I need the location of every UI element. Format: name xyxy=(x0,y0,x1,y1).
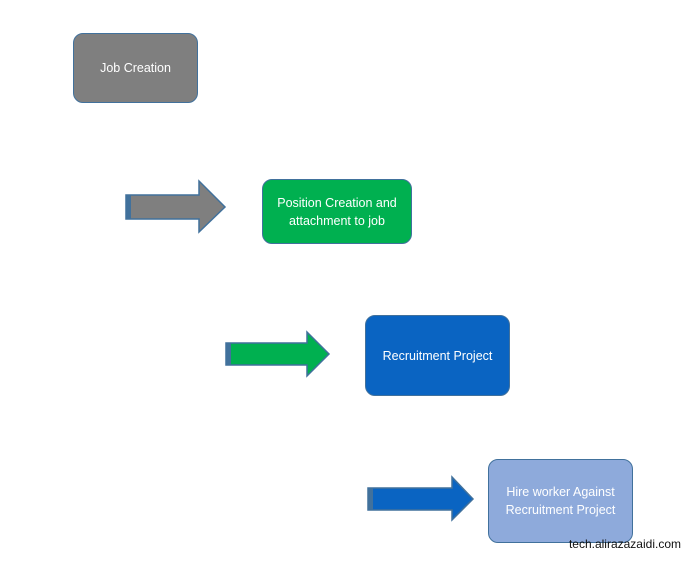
watermark: tech.alirazazaidi.com xyxy=(568,537,681,551)
arrow-2-tail xyxy=(226,343,231,365)
hire-worker-label: Hire worker Against Recruitment Project xyxy=(505,485,616,517)
arrow-1-tail xyxy=(126,195,131,219)
position-creation-box: Position Creation and attachment to job xyxy=(262,179,412,244)
arrow-1-shape xyxy=(125,179,227,234)
arrow-2-shape xyxy=(225,330,331,378)
recruitment-project-box: Recruitment Project xyxy=(365,315,510,396)
arrow-3-tail xyxy=(368,488,373,510)
position-creation-label: Position Creation and attachment to job xyxy=(277,195,397,228)
recruitment-project-label: Recruitment Project xyxy=(382,348,493,363)
arrow-2-icon xyxy=(225,330,331,378)
arrow-3-icon xyxy=(367,475,475,522)
arrow-3-shape xyxy=(367,475,475,522)
job-creation-label: Job Creation xyxy=(100,61,171,75)
job-creation-box: Job Creation xyxy=(73,33,198,103)
arrow-1-icon xyxy=(125,179,227,234)
hire-worker-box: Hire worker Against Recruitment Project xyxy=(488,459,633,543)
